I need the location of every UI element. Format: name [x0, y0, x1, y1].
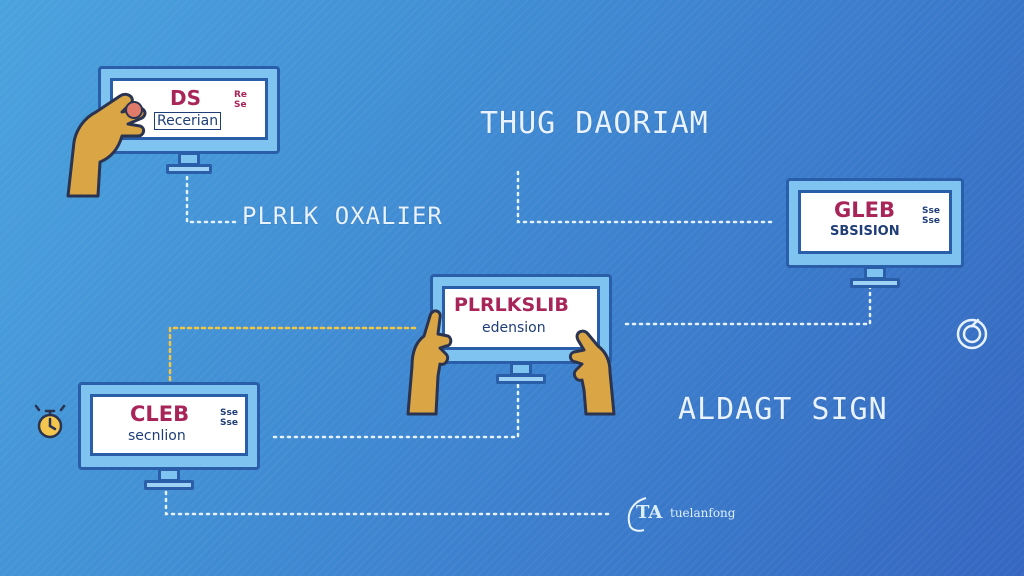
refresh-icon	[956, 318, 988, 350]
logo-text: tuelanfong	[670, 506, 736, 520]
screen-subtitle: edension	[482, 320, 546, 336]
connector-center-right	[624, 270, 872, 326]
connector-yellow	[168, 326, 420, 382]
screen-side-text: Re Se	[234, 90, 248, 110]
logo-mark-icon	[627, 497, 647, 532]
monitor-bottom-left: CLEB secnlion Sse Sse	[78, 382, 260, 492]
connector-bottomleft-down	[164, 490, 612, 516]
hand-holding-screen-icon	[66, 92, 147, 198]
screen-subtitle: Recerian	[154, 112, 222, 130]
monitor-screen	[798, 190, 952, 254]
monitor-right: GLEB SBSISION Sse Sse	[786, 178, 964, 290]
stopwatch-icon	[34, 404, 66, 439]
screen-headline: GLEB	[834, 198, 895, 222]
logo-mark: TA	[636, 502, 663, 523]
left-hand-icon	[406, 309, 453, 416]
connector-center-bottom	[270, 376, 520, 439]
connector-label: PLRLK OXALIER	[242, 202, 443, 230]
bottom-right-label: ALDAGT SIGN	[678, 392, 888, 427]
monitor-screen	[442, 286, 600, 350]
screen-subtitle: secnlion	[128, 428, 186, 444]
screen-headline: DS	[170, 86, 202, 110]
screen-subtitle: SBSISION	[830, 224, 900, 239]
connector-title-down	[516, 170, 774, 224]
screen-headline: CLEB	[130, 402, 190, 426]
screen-side-text: Sse Sse	[922, 206, 940, 226]
diagram-title: THUG DAORIAM	[480, 106, 709, 141]
logo: TA tuelanfong	[624, 494, 754, 534]
screen-side-text: Sse Sse	[220, 408, 238, 428]
screen-headline: PLRLKSLIB	[454, 294, 569, 316]
right-hand-icon	[568, 329, 616, 416]
connector-topleft-down	[185, 168, 240, 224]
monitor-screen	[90, 394, 248, 456]
